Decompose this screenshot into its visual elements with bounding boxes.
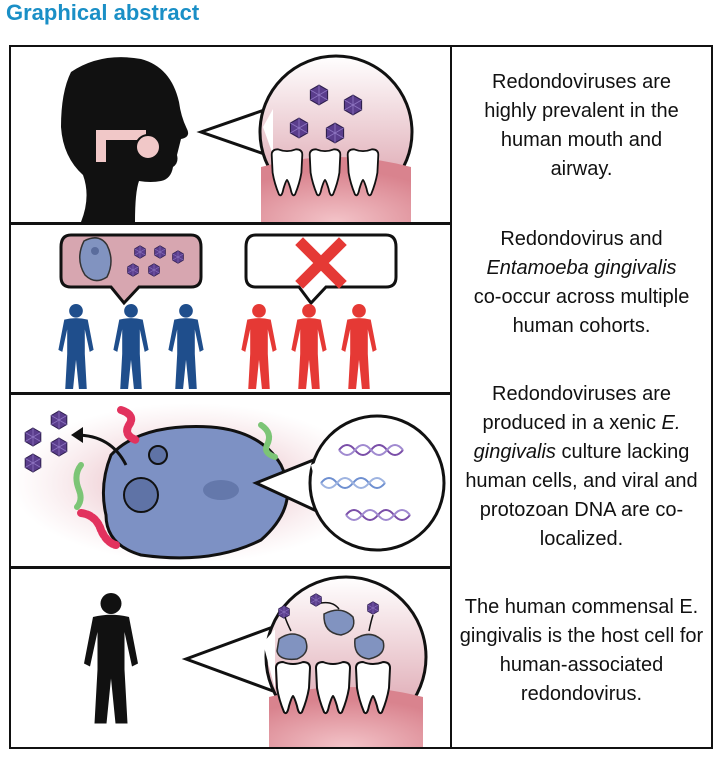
row-divider-3: [9, 566, 452, 569]
bacteria-icon: [73, 406, 278, 549]
panel-1-illustration: [61, 54, 414, 222]
dna-icon: [320, 444, 411, 521]
x-mark-icon: [295, 237, 347, 289]
swab-icon: [96, 130, 161, 162]
amoeba-icon: [79, 237, 112, 282]
panel-1-text: Redondoviruses are highly prevalent in t…: [484, 71, 679, 180]
amoeba-icon: [101, 425, 290, 560]
panel-3-illustration: [11, 403, 446, 563]
row-divider-1: [9, 222, 452, 225]
abstract-frame: [9, 45, 713, 749]
panel-4-text: The human commensal E. gingivalis is the…: [459, 596, 704, 705]
column-divider: [450, 45, 452, 749]
panel-3-text: Redondoviruses are produced in a xenic E…: [465, 383, 698, 550]
page-title: Graphical abstract: [6, 0, 200, 25]
amoeba-icon: [276, 609, 385, 661]
panel-4-illustration: [84, 575, 428, 747]
human-figure-icon: [84, 593, 138, 724]
panel-2-illustration: [58, 233, 398, 390]
human-figure-icon: [58, 303, 204, 390]
panel-2-text: Redondovirus and Entamoeba gingivalis co…: [473, 228, 690, 337]
row-divider-2: [9, 392, 452, 395]
human-figure-icon: [241, 303, 377, 390]
